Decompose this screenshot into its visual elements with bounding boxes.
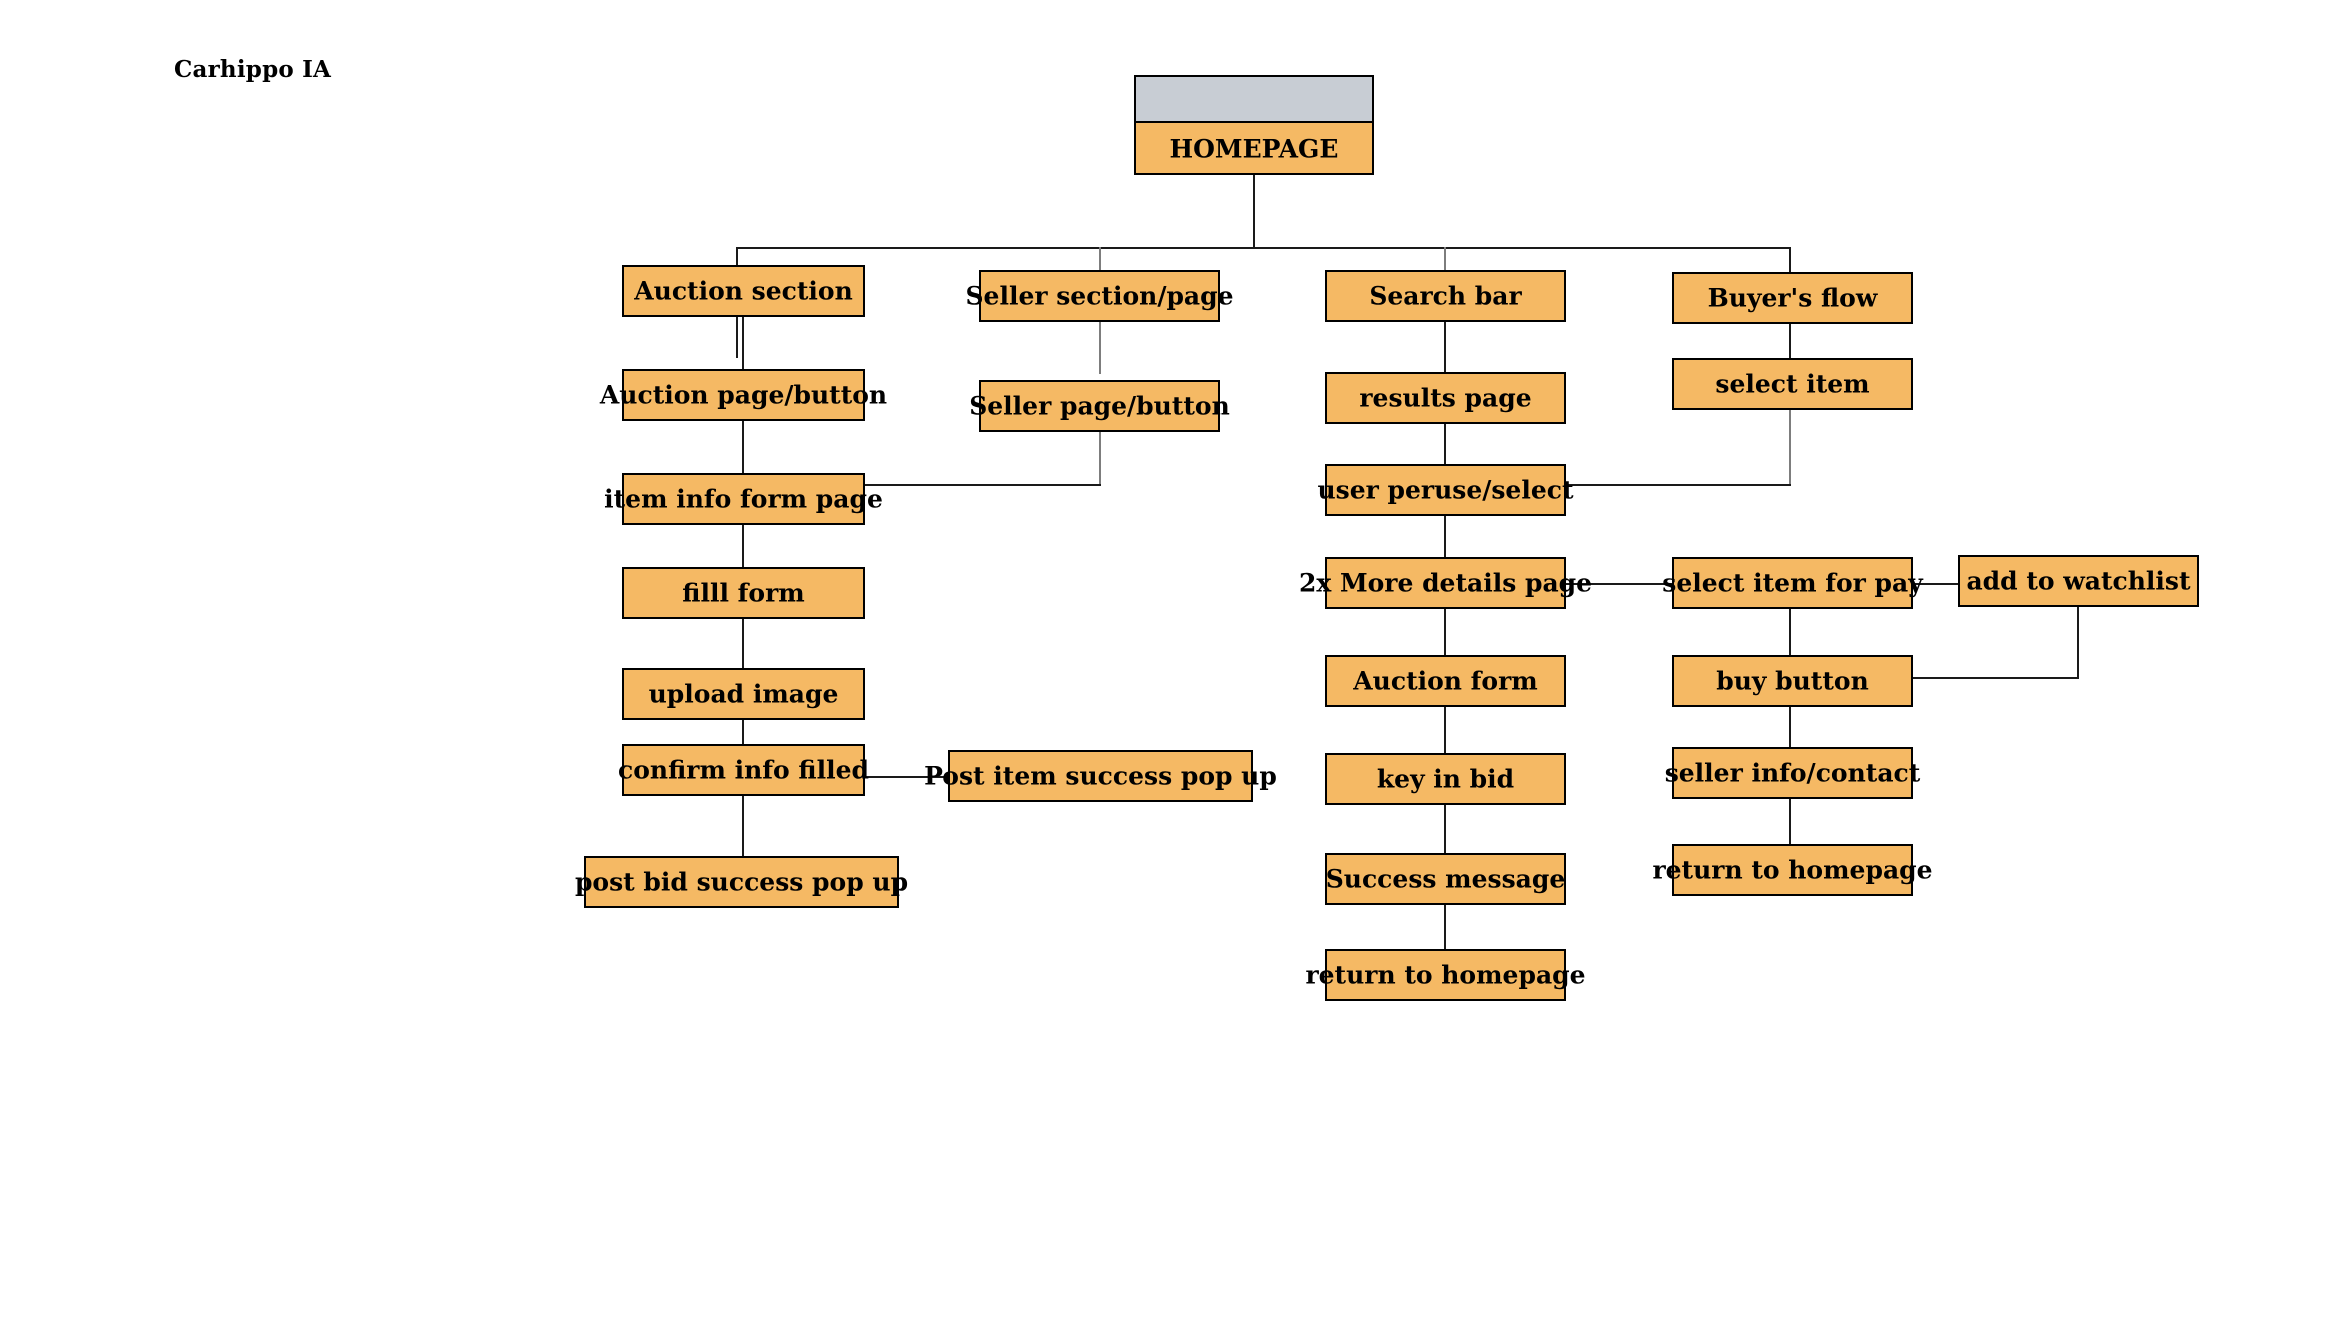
node-seller-info-contact[interactable]: seller info/contact [1665, 747, 1920, 799]
node-select-item[interactable]: select item [1672, 358, 1913, 410]
node-item-info-form-page[interactable]: item info form page [604, 473, 883, 525]
node-label-auction-section: Auction section [634, 276, 853, 306]
node-filll-form[interactable]: filll form [622, 567, 865, 619]
homepage-header-bar [1136, 77, 1372, 123]
node-label-confirm-info-filled: confirm info filled [618, 755, 869, 785]
connector-confirm-to-post-item-popup [865, 776, 948, 778]
node-return-to-homepage-buyer[interactable]: return to homepage [1652, 844, 1933, 896]
connector-success-to-return-homepage [1444, 905, 1446, 949]
connector-seller-info-to-return-homepage [1789, 799, 1791, 844]
homepage-body: HOMEPAGE [1136, 123, 1372, 175]
node-post-item-success-pop-up[interactable]: Post item success pop up [924, 750, 1277, 802]
node-success-message[interactable]: Success message [1325, 853, 1566, 905]
connector-select-item-drop [1789, 410, 1791, 486]
connector-watchlist-to-buy-button [1913, 677, 2079, 679]
connector-auction-page-to-item-info [742, 421, 744, 473]
connector-homepage-stem [1253, 175, 1255, 248]
node-auction-section[interactable]: Auction section [622, 265, 865, 317]
node-add-to-watchlist[interactable]: add to watchlist [1958, 555, 2199, 607]
node-label-auction-form: Auction form [1353, 666, 1538, 696]
node-label-select-item-for-pay: select item for pay [1662, 568, 1923, 598]
node-seller-section-page[interactable]: Seller section/page [965, 270, 1234, 322]
node-label-item-info-form-page: item info form page [604, 484, 883, 514]
node-user-peruse-select[interactable]: user peruse/select [1317, 464, 1574, 516]
node-key-in-bid[interactable]: key in bid [1325, 753, 1566, 805]
connector-item-info-to-filll-form [742, 525, 744, 577]
connector-select-item-for-pay-to-watchlist [1913, 583, 1958, 585]
connector-seller-section-to-page-button [1099, 322, 1101, 374]
connector-upload-to-confirm [742, 720, 744, 744]
connector-seller-page-to-item-info [865, 484, 1101, 486]
node-search-bar[interactable]: Search bar [1325, 270, 1566, 322]
connector-auction-form-to-key-in-bid [1444, 707, 1446, 753]
node-label-user-peruse-select: user peruse/select [1317, 475, 1574, 505]
node-label-post-item-success-pop-up: Post item success pop up [924, 761, 1277, 791]
node-buy-button[interactable]: buy button [1672, 655, 1913, 707]
node-label-key-in-bid: key in bid [1376, 764, 1515, 794]
connector-seller-page-drop [1099, 432, 1101, 486]
connector-more-details-to-select-item-for-pay [1566, 583, 1672, 585]
node-confirm-info-filled[interactable]: confirm info filled [618, 744, 869, 796]
node-label-search-bar: Search bar [1369, 281, 1522, 311]
node-label-buyers-flow: Buyer's flow [1707, 283, 1878, 313]
connector-select-item-for-pay-to-buy-button [1789, 609, 1791, 655]
node-select-item-for-pay[interactable]: select item for pay [1662, 557, 1923, 609]
page-title: Carhippo IA [174, 56, 332, 83]
node-label-return-to-homepage-search: return to homepage [1305, 960, 1586, 990]
node-label-return-to-homepage-buyer: return to homepage [1652, 855, 1933, 885]
node-auction-page-button[interactable]: Auction page/button [600, 369, 887, 421]
connector-branch-bus [736, 247, 1789, 249]
node-results-page[interactable]: results page [1325, 372, 1566, 424]
connector-more-details-to-auction-form [1444, 609, 1446, 655]
connector-select-item-to-peruse [1566, 484, 1791, 486]
connector-peruse-to-more-details [1444, 516, 1446, 560]
connector-watchlist-drop [2077, 607, 2079, 679]
node-seller-page-button[interactable]: Seller page/button [969, 380, 1230, 432]
node-label-post-bid-success-pop-up: post bid success pop up [574, 867, 909, 897]
connector-key-in-bid-to-success [1444, 805, 1446, 853]
node-label-seller-info-contact: seller info/contact [1664, 758, 1921, 788]
node-label-success-message: Success message [1325, 864, 1566, 894]
node-post-bid-success-pop-up[interactable]: post bid success pop up [575, 856, 908, 908]
node-return-to-homepage-search[interactable]: return to homepage [1305, 949, 1586, 1001]
node-label-select-item: select item [1715, 369, 1870, 399]
connector-filll-form-to-upload [742, 619, 744, 671]
connector-auction-section-to-page [742, 317, 744, 369]
node-homepage[interactable]: HOMEPAGE [1134, 75, 1374, 175]
node-label-auction-page-button: Auction page/button [599, 380, 888, 410]
connector-search-bar-to-results [1444, 322, 1446, 372]
node-label-add-to-watchlist: add to watchlist [1966, 566, 2191, 596]
node-label-buy-button: buy button [1716, 666, 1869, 696]
node-label-more-details-page: 2x More details page [1298, 568, 1593, 598]
connector-confirm-to-post-bid [742, 796, 744, 856]
node-auction-form[interactable]: Auction form [1325, 655, 1566, 707]
node-label-upload-image: upload image [648, 679, 839, 709]
node-label-homepage: HOMEPAGE [1169, 134, 1339, 164]
node-buyers-flow[interactable]: Buyer's flow [1672, 272, 1913, 324]
node-label-seller-section-page: Seller section/page [965, 281, 1234, 311]
connector-results-to-peruse [1444, 424, 1446, 464]
connector-buyers-flow-to-select-item [1789, 324, 1791, 358]
node-upload-image[interactable]: upload image [622, 668, 865, 720]
connector-buy-button-to-seller-info [1789, 707, 1791, 747]
node-label-filll-form: filll form [682, 578, 805, 608]
node-label-seller-page-button: Seller page/button [969, 391, 1230, 421]
node-more-details-page[interactable]: 2x More details page [1299, 557, 1592, 609]
node-label-results-page: results page [1359, 383, 1532, 413]
